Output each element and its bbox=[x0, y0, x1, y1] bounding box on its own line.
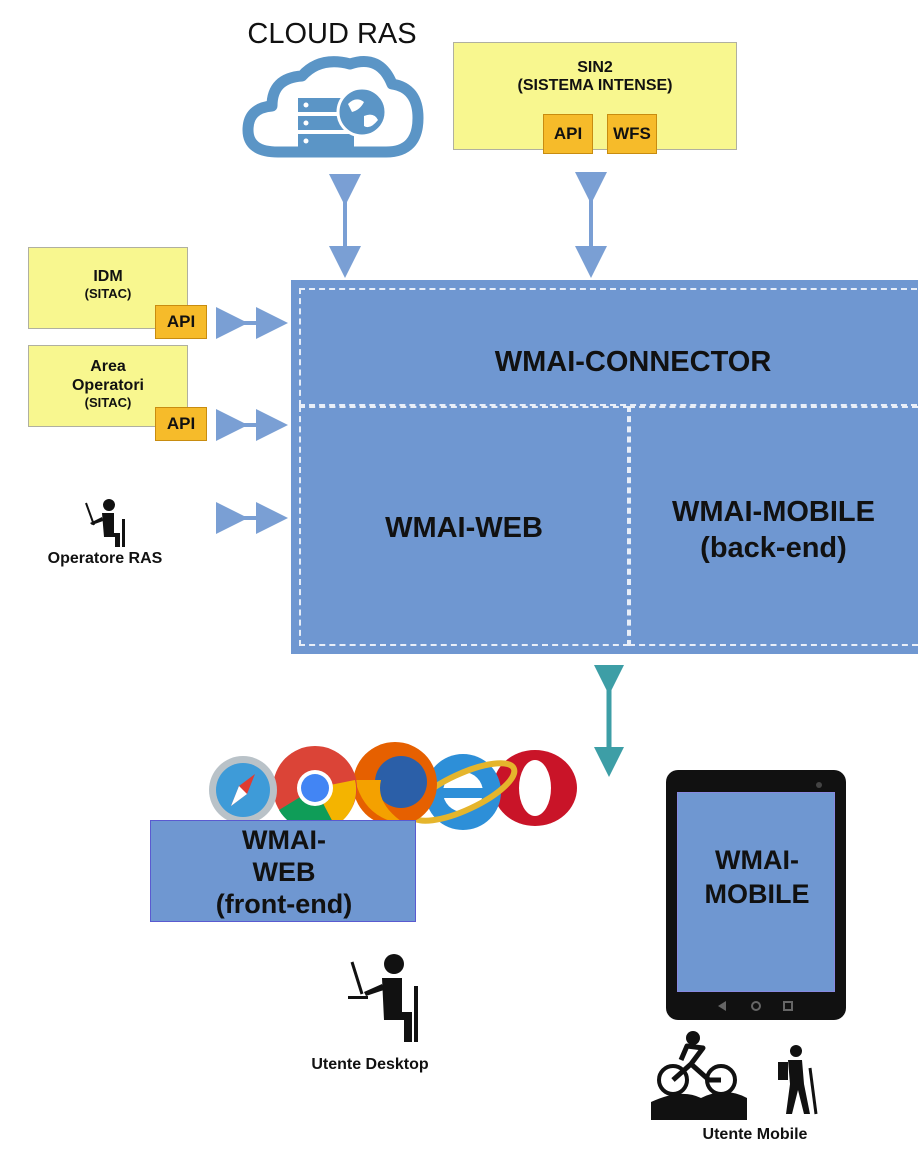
mobile-frame bbox=[629, 406, 918, 646]
operatore-label: Operatore RAS bbox=[47, 550, 163, 567]
chrome-icon bbox=[273, 746, 357, 831]
sin2-subtitle: (SISTEMA INTENSE) bbox=[517, 77, 673, 94]
tablet-device: WMAI- MOBILE bbox=[666, 770, 846, 1020]
tablet-camera bbox=[816, 782, 822, 788]
sin2-api-tag: API bbox=[543, 114, 593, 154]
tablet-screen: WMAI- MOBILE bbox=[677, 792, 835, 992]
sin2-box: SIN2 (SISTEMA INTENSE) bbox=[453, 42, 737, 150]
mobile-front-line2: MOBILE bbox=[704, 879, 810, 909]
idm-api-tag: API bbox=[155, 305, 207, 339]
wmai-web-back-title: WMAI-WEB bbox=[385, 512, 543, 544]
area-line1: Area bbox=[90, 358, 126, 375]
operatore-person-icon bbox=[85, 499, 125, 547]
wmai-web-front-box: WMAI- WEB (front-end) bbox=[150, 820, 416, 922]
mobile-front-line1: WMAI- bbox=[715, 845, 799, 875]
tablet-nav-buttons bbox=[718, 1001, 793, 1011]
mobile-user-label: Utente Mobile bbox=[702, 1126, 808, 1143]
cloud-ras-title: CLOUD RAS bbox=[247, 18, 417, 50]
firefox-icon bbox=[353, 742, 437, 826]
wmai-mobile-back-line1: WMAI-MOBILE bbox=[672, 496, 875, 528]
cyclist-icon bbox=[651, 1031, 747, 1120]
ie-icon bbox=[408, 754, 518, 830]
cloud-server-icon bbox=[242, 56, 424, 158]
desktop-user-icon bbox=[348, 954, 418, 1042]
connector-frame bbox=[299, 288, 917, 406]
area-line2: Operatori bbox=[71, 377, 144, 394]
web-front-line2: WEB bbox=[252, 857, 316, 887]
wmai-main-block: WMAI-CONNECTOR WMAI-WEB WMAI-MOBILE (bac… bbox=[291, 280, 918, 654]
sin2-wfs-tag: WFS bbox=[607, 114, 657, 154]
web-front-line1: WMAI- bbox=[242, 825, 326, 855]
web-front-line3: (front-end) bbox=[215, 889, 353, 919]
web-frame bbox=[299, 406, 629, 646]
connector-title: WMAI-CONNECTOR bbox=[494, 346, 772, 378]
desktop-user-label: Utente Desktop bbox=[311, 1056, 429, 1073]
area-api-tag: API bbox=[155, 407, 207, 441]
safari-icon bbox=[209, 756, 277, 824]
idm-title: IDM bbox=[93, 268, 123, 285]
browser-icons bbox=[209, 742, 577, 831]
area-sub: (SITAC) bbox=[84, 395, 132, 410]
idm-sub: (SITAC) bbox=[84, 286, 132, 301]
wmai-mobile-back-line2: (back-end) bbox=[700, 532, 847, 564]
hiker-icon bbox=[778, 1045, 818, 1115]
sin2-title: SIN2 bbox=[577, 59, 613, 76]
